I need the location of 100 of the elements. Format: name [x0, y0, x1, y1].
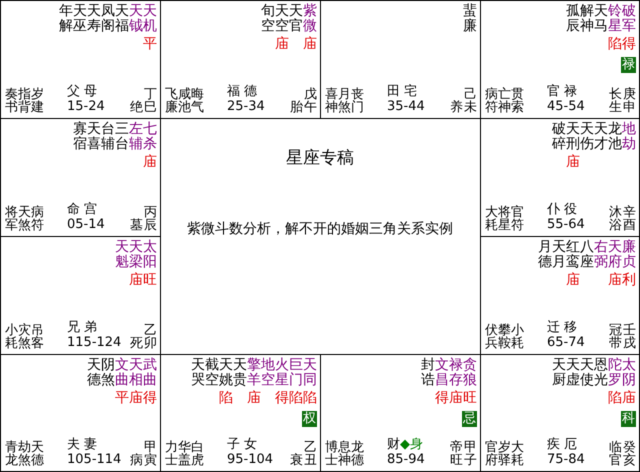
deity-name: 博士: [325, 440, 338, 468]
stem-branch: 乙卯: [144, 324, 157, 351]
star-name: 火星: [275, 358, 289, 388]
transform-badge: 禄: [621, 57, 636, 74]
star-name: 太阴: [622, 358, 636, 388]
star-name: 天虚: [566, 358, 580, 388]
palace-name: 兄 弟: [67, 320, 98, 336]
deity-name: 岁驿: [498, 440, 511, 468]
deity-name: 晦气: [191, 88, 204, 115]
star-name: 左辅: [129, 122, 143, 152]
star-name: 天同: [303, 358, 317, 388]
deity-name: 奏书: [5, 88, 18, 115]
star-name: 寡宿: [73, 122, 87, 152]
star-name: 天月: [552, 240, 566, 270]
age-range: 35-44: [387, 100, 425, 115]
star-name: 红鸾: [566, 240, 580, 270]
star-name: 右弼: [594, 240, 608, 270]
deity-name: 伏兵: [485, 324, 498, 351]
star-name: 天府: [608, 240, 622, 270]
palace-name: 财: [387, 437, 400, 452]
age-range: 105-114: [67, 453, 122, 468]
star-name: 八座: [580, 240, 594, 270]
deity-name: 息神: [338, 440, 351, 468]
star-name: 陀罗: [608, 358, 622, 388]
deity-name: 天德: [31, 440, 44, 468]
age-range: 75-84: [547, 453, 585, 468]
star-brightness: 得庙旺: [435, 390, 477, 408]
palace-name: 疾 厄: [547, 437, 578, 452]
palace-name: 福 德: [227, 84, 258, 100]
palace-cell: [480, 354, 640, 472]
star-name: 阴煞: [101, 358, 115, 388]
life-stage: 临官: [609, 440, 622, 468]
palace-name: 命 宫: [67, 202, 98, 218]
stem-branch: 辛酉: [623, 206, 636, 233]
deity-name: 华盖: [178, 440, 191, 468]
deity-name: 青龙: [5, 440, 18, 468]
deity-name: 小耗: [5, 324, 18, 351]
transform-badge: 权: [302, 411, 317, 428]
star-name: 天马: [594, 4, 608, 34]
age-range: 15-24: [67, 100, 105, 115]
palace-cell: [0, 236, 161, 355]
deity-name: 月煞: [338, 88, 351, 115]
transform-badge: 科: [621, 411, 636, 428]
star-name: 地劫: [622, 122, 636, 152]
star-name: 地空: [261, 358, 275, 388]
age-range: 115-124: [67, 336, 122, 351]
star-name: 擎羊: [247, 358, 261, 388]
star-name: 七杀: [143, 122, 157, 152]
star-name: 台辅: [101, 122, 115, 152]
star-name: 廉贞: [622, 240, 636, 270]
star-name: 天贵: [233, 358, 247, 388]
star-name: 破军: [622, 4, 636, 34]
deity-name: 吊客: [31, 324, 44, 351]
star-name: 三台: [115, 122, 129, 152]
star-name: 天空: [275, 4, 289, 34]
star-name: 封诰: [421, 358, 435, 388]
palace-cell: [320, 354, 481, 472]
stem-branch: 癸亥: [623, 440, 636, 468]
life-stage: 冠带: [609, 324, 622, 351]
palace-name: 仆 役: [547, 202, 578, 218]
age-range: 25-34: [227, 100, 265, 115]
deity-name: 官府: [485, 440, 498, 468]
deity-name: 病符: [485, 88, 498, 115]
star-name: 天福: [115, 4, 129, 34]
palace-name: 子 女: [227, 437, 258, 452]
stem-branch: 甲寅: [144, 440, 157, 468]
star-name: 破碎: [552, 122, 566, 152]
deity-name: 贯索: [511, 88, 524, 115]
star-name: 天相: [129, 358, 143, 388]
deity-name: 飞廉: [165, 88, 178, 115]
life-stage: 长生: [609, 88, 622, 115]
stem-branch: 庚申: [623, 88, 636, 115]
star-name: 天梁: [129, 240, 143, 270]
age-range: 05-14: [67, 218, 105, 233]
star-brightness: 庙: [143, 154, 157, 172]
star-name: 凤阁: [101, 4, 115, 34]
star-name: 天官: [289, 4, 303, 34]
stem-branch: 己未: [464, 88, 477, 115]
deity-name: 将星: [498, 206, 511, 233]
star-brightness: 庙 庙利: [566, 272, 636, 290]
star-name: 太阳: [143, 240, 157, 270]
palace-cell: [0, 0, 161, 119]
chart-subtitle: 紫微斗数分析，解不开的婚姻三角关系实例: [186, 220, 454, 238]
age-range: 85-94: [387, 453, 425, 468]
star-name: 文昌: [435, 358, 449, 388]
age-range: 65-74: [547, 336, 585, 351]
deity-name: 灾煞: [18, 324, 31, 351]
palace-cell: [0, 118, 161, 237]
palace-cell: [0, 354, 161, 472]
life-stage: 死: [130, 337, 143, 351]
star-name: 天刑: [566, 122, 580, 152]
life-stage: 胎: [290, 101, 303, 115]
star-brightness: 平: [143, 36, 157, 54]
deity-name: 亡神: [498, 88, 511, 115]
deity-name: 大耗: [485, 206, 498, 233]
deity-name: 官符: [511, 206, 524, 233]
stem-branch: 甲子: [464, 440, 477, 468]
star-name: 天姚: [219, 358, 233, 388]
deity-name: 岁建: [31, 88, 44, 115]
star-name: 蜚廉: [463, 4, 477, 34]
